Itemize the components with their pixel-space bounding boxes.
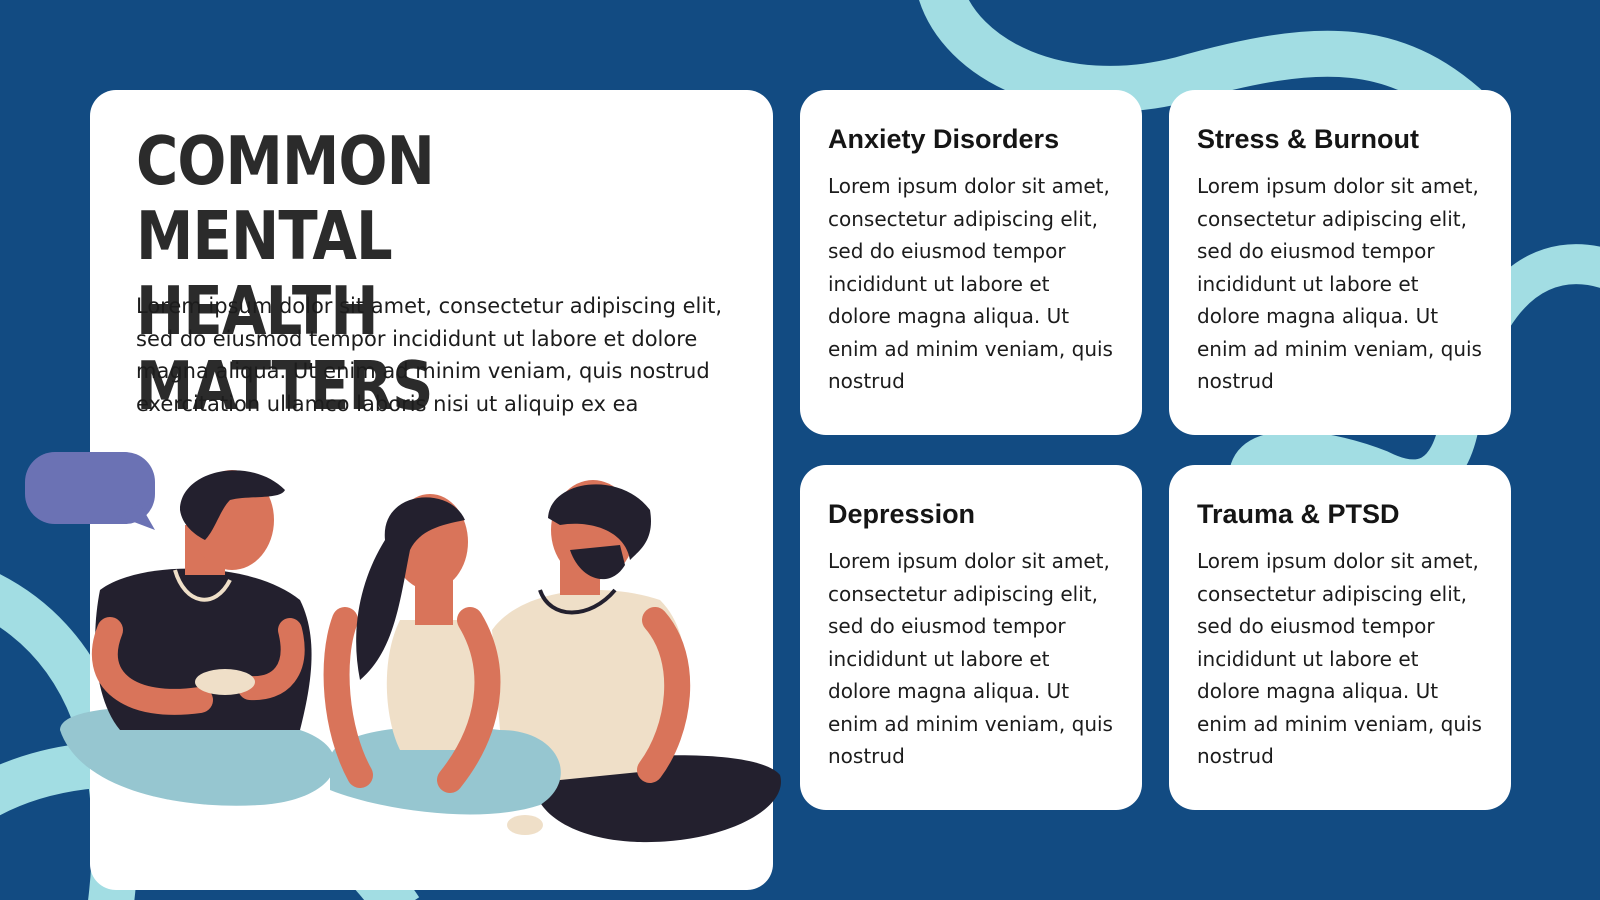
card-depression: Depression Lorem ipsum dolor sit amet, c… xyxy=(800,465,1142,810)
right-loop-curve xyxy=(1230,244,1600,500)
intro-paragraph: Lorem ipsum dolor sit amet, consectetur … xyxy=(136,294,723,416)
person-right xyxy=(492,480,781,843)
card-title: Anxiety Disorders xyxy=(828,124,1060,154)
speech-bubble-icon xyxy=(25,452,155,530)
card-stress-burnout: Stress & Burnout Lorem ipsum dolor sit a… xyxy=(1169,90,1511,435)
person-left xyxy=(60,470,335,806)
card-anxiety-disorders: Anxiety Disorders Lorem ipsum dolor sit … xyxy=(800,90,1142,435)
card-title: Trauma & PTSD xyxy=(1197,499,1400,529)
page-title: COMMON MENTAL HEALTH MATTERS xyxy=(136,122,435,425)
card-body: Lorem ipsum dolor sit amet, consectetur … xyxy=(828,549,1113,768)
card-body: Lorem ipsum dolor sit amet, consectetur … xyxy=(1197,549,1482,768)
card-body: Lorem ipsum dolor sit amet, consectetur … xyxy=(1197,174,1482,393)
card-trauma-ptsd: Trauma & PTSD Lorem ipsum dolor sit amet… xyxy=(1169,465,1511,810)
card-title: Stress & Burnout xyxy=(1197,124,1420,154)
person-middle xyxy=(323,494,561,835)
card-body: Lorem ipsum dolor sit amet, consectetur … xyxy=(828,174,1113,393)
card-title: Depression xyxy=(828,499,976,529)
three-people-sitting-talking-illustration xyxy=(25,452,781,843)
top-right-curve xyxy=(919,0,1503,143)
